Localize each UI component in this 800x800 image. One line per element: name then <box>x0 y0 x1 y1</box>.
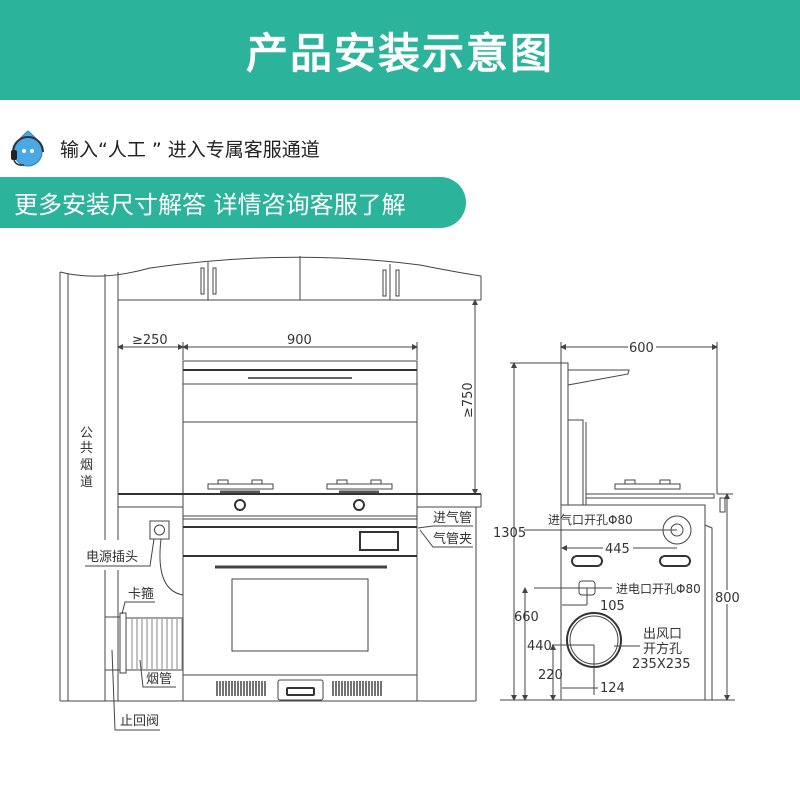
side-view: 600 1305 进气口开孔Φ80 44 <box>493 340 742 701</box>
wall-and-flue <box>59 272 183 702</box>
dim-height-clearance: ≥750 <box>461 382 476 418</box>
label-gas-pipe-clip: 气管夹 <box>433 531 472 547</box>
svg-text:道: 道 <box>80 475 93 490</box>
dim-side-clearance: ≥250 <box>132 333 168 348</box>
label-check-valve: 止回阀 <box>120 714 159 729</box>
dim-cabinet-height: 800 <box>715 591 740 606</box>
customer-service-row: 输入“人工 ” 进入专属客服通道 <box>8 128 320 168</box>
dim-exhaust-top: 440 <box>527 639 552 654</box>
flue-label: 公 共 烟 道 <box>80 426 93 490</box>
customer-service-headset-icon <box>11 130 44 167</box>
dim-gas-offset: 445 <box>605 542 630 557</box>
bottom-panel <box>277 679 324 701</box>
upper-cabinet <box>118 256 482 301</box>
knob-left <box>234 499 246 511</box>
control-display <box>359 531 399 551</box>
burner-left <box>207 479 274 494</box>
svg-text:共: 共 <box>80 441 93 456</box>
dim-width: 900 <box>287 333 312 348</box>
exhaust-label-line2: 开方孔 <box>643 641 682 657</box>
label-smoke-pipe: 烟管 <box>146 672 172 687</box>
consult-banner-text: 更多安装尺寸解答 详情咨询客服了解 <box>14 191 406 219</box>
side-body <box>500 362 735 701</box>
power-inlet-label: 进电口开孔Φ80 <box>616 582 701 596</box>
exhaust-label-line3: 235X235 <box>632 657 691 672</box>
dim-depth: 600 <box>629 341 654 356</box>
integrated-stove <box>118 360 482 702</box>
page-title: 产品安装示意图 <box>245 28 554 78</box>
smoke-duct <box>104 612 184 674</box>
dim-exhaust-offset: 124 <box>600 681 625 696</box>
power-cord <box>159 538 184 596</box>
slot-left <box>571 555 603 567</box>
oven-window <box>231 578 369 652</box>
knob-right <box>353 499 365 511</box>
service-text: 输入“人工 ” 进入专属客服通道 <box>60 138 320 161</box>
label-gas-inlet-pipe: 进气管 <box>433 510 472 526</box>
vent-grilles <box>216 681 382 696</box>
front-view: 公 共 烟 道 ≥250 900 ≥750 <box>59 256 482 731</box>
header-banner: 产品安装示意图 <box>0 0 800 100</box>
gas-inlet-label: 进气口开孔Φ80 <box>548 512 633 527</box>
label-power-plug: 电源插头 <box>86 550 138 565</box>
dim-total-height: 1305 <box>493 526 526 541</box>
svg-text:公: 公 <box>80 426 93 441</box>
exhaust-label-line1: 出风口 <box>643 627 682 642</box>
label-clamp: 卡箍 <box>128 586 154 602</box>
slot-right <box>659 555 691 567</box>
dim-exhaust-center: 220 <box>538 668 563 683</box>
power-socket-icon <box>149 520 170 540</box>
svg-text:烟: 烟 <box>80 458 93 473</box>
cabinet-top-curve <box>59 256 482 277</box>
dim-power-offset: 105 <box>600 599 625 614</box>
dim-power-height: 660 <box>514 610 539 625</box>
burner-right <box>326 479 393 494</box>
consult-banner[interactable]: 更多安装尺寸解答 详情咨询客服了解 <box>0 177 466 228</box>
